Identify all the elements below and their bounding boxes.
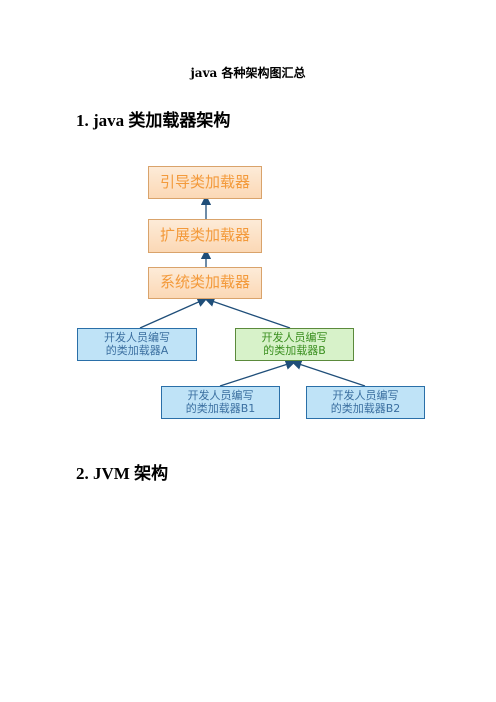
section-heading-classloader: 1. java 类加载器架构 (76, 111, 231, 130)
document-title: java 各种架构图汇总 (190, 66, 306, 80)
box-custom-classloader-a: 开发人员编写 的类加载器A (77, 328, 197, 361)
arrow-b2-to-b (291, 359, 366, 387)
box-custom-classloader-b2: 开发人员编写 的类加载器B2 (306, 386, 425, 419)
box-custom-classloader-b1: 开发人员编写 的类加载器B1 (161, 386, 280, 419)
box-system-classloader: 系统类加载器 (148, 267, 262, 299)
box-bootstrap-classloader: 引导类加载器 (148, 166, 262, 199)
box-custom-classloader-b: 开发人员编写 的类加载器B (235, 328, 354, 361)
arrow-b1-to-b (219, 359, 296, 387)
arrow-b-to-system (204, 296, 291, 329)
arrow-a-to-system (139, 297, 208, 329)
section-heading-jvm: 2. JVM 架构 (76, 464, 169, 483)
box-extension-classloader: 扩展类加载器 (148, 219, 262, 253)
